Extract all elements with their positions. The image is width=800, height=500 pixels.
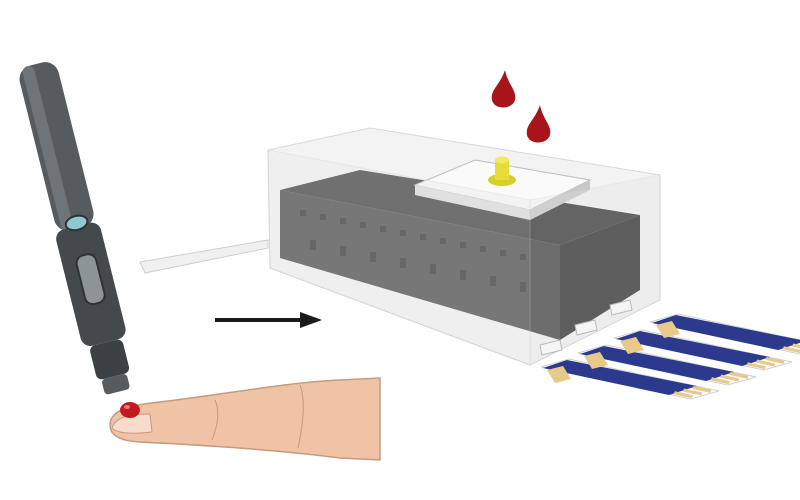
test-strip-icon <box>577 344 757 386</box>
lancet-pen-icon <box>19 62 130 395</box>
finger-icon <box>109 377 381 461</box>
sample-pad-knob <box>488 156 516 186</box>
blood-drop-icon <box>526 105 551 143</box>
test-strip-icon <box>540 358 720 400</box>
blood-drop-icon <box>120 402 140 418</box>
test-strip-icon <box>613 329 793 371</box>
arrow-right-icon <box>215 312 322 328</box>
platform-plate <box>139 239 269 274</box>
blood-drop-icon <box>491 70 516 108</box>
test-strip-icon <box>649 313 800 355</box>
sensor-device-icon <box>267 127 661 366</box>
